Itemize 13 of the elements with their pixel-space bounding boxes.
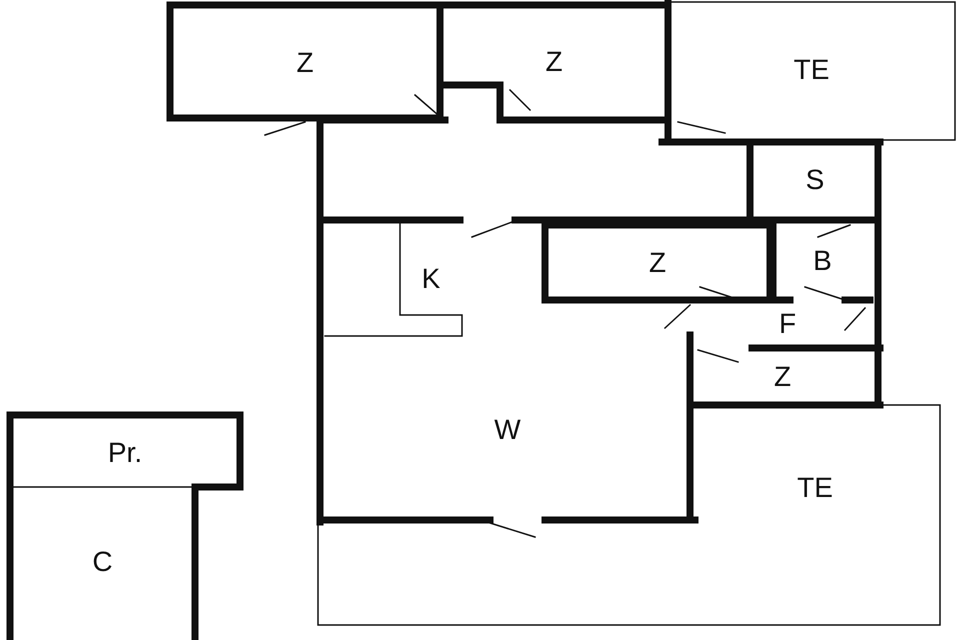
room-label: C (92, 546, 113, 578)
room-label: TE (794, 54, 830, 86)
room-label: S (806, 164, 824, 196)
room-label: W (494, 414, 521, 446)
room-label: B (813, 245, 832, 277)
room-label: Z (296, 46, 314, 78)
room-label: K (422, 263, 440, 295)
room-label: TE (797, 472, 833, 504)
room-label: Z (774, 360, 792, 392)
room-label: Z (545, 46, 563, 78)
room-label: Pr. (108, 436, 142, 468)
room-label: F (778, 308, 796, 340)
room-label: Z (648, 246, 666, 278)
